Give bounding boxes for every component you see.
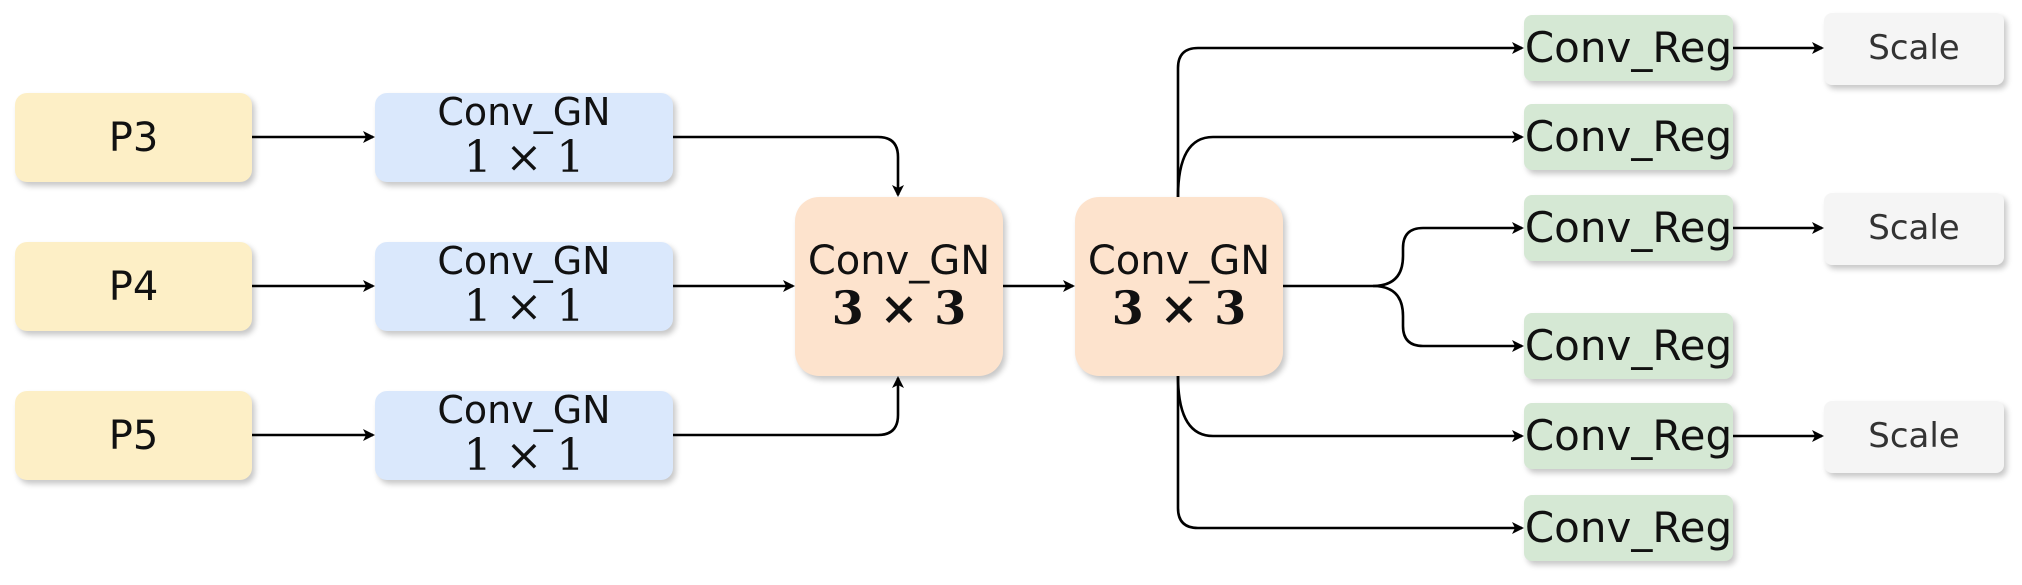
node-conv-reg-2: Conv_Reg (1524, 104, 1733, 170)
edge-gn3-to-gnA (673, 376, 904, 437)
conv-gn-3x3-first-kernel: 3 × 3 (831, 281, 967, 336)
conv-gn-1x1-middle-name: Conv_GN (437, 239, 611, 284)
node-p4-label: P4 (108, 263, 159, 310)
node-p3-label: P3 (108, 114, 159, 161)
node-conv-gn-1x1-bottom: Conv_GN 1 × 1 (375, 391, 673, 480)
edge-gnB-to-reg5 (1176, 375, 1524, 442)
conv-gn-3x3-first-name: Conv_GN (807, 238, 991, 285)
node-p5: P5 (15, 391, 252, 480)
node-conv-reg-1: Conv_Reg (1524, 15, 1733, 81)
node-p3: P3 (15, 93, 252, 182)
scale-2-label: Scale (1868, 208, 1960, 249)
conv-gn-3x3-second-name: Conv_GN (1087, 238, 1271, 285)
node-conv-gn-1x1-top: Conv_GN 1 × 1 (375, 93, 673, 182)
conv-gn-3x3-second-kernel: 3 × 3 (1111, 281, 1247, 336)
node-scale-1: Scale (1824, 13, 2004, 85)
node-p5-label: P5 (108, 412, 159, 459)
node-scale-2: Scale (1824, 193, 2004, 265)
node-conv-reg-4: Conv_Reg (1524, 313, 1733, 379)
node-conv-gn-3x3-second: Conv_GN 3 × 3 (1075, 197, 1283, 376)
node-p4: P4 (15, 242, 252, 331)
edge-gnB-to-reg1 (1176, 42, 1524, 197)
conv-gn-1x1-top-kernel: 1 × 1 (463, 132, 585, 184)
conv-reg-1-label: Conv_Reg (1524, 22, 1733, 72)
conv-reg-6-label: Conv_Reg (1524, 502, 1733, 552)
conv-gn-1x1-top-name: Conv_GN (437, 90, 611, 135)
edge-gnB-to-reg6 (1176, 376, 1524, 534)
conv-gn-1x1-bottom-name: Conv_GN (437, 388, 611, 433)
conv-gn-1x1-middle-kernel: 1 × 1 (463, 281, 585, 333)
node-conv-reg-5: Conv_Reg (1524, 403, 1733, 469)
scale-3-label: Scale (1868, 416, 1960, 457)
node-conv-reg-3: Conv_Reg (1524, 195, 1733, 261)
conv-reg-2-label: Conv_Reg (1524, 111, 1733, 161)
conv-reg-4-label: Conv_Reg (1524, 320, 1733, 370)
node-scale-3: Scale (1824, 401, 2004, 473)
edge-gnB-to-reg3 (1283, 222, 1524, 288)
edge-gnB-to-reg2 (1176, 131, 1524, 198)
conv-reg-3-label: Conv_Reg (1524, 202, 1733, 252)
scale-1-label: Scale (1868, 28, 1960, 69)
edge-gn1-to-gnA (673, 135, 904, 197)
node-conv-reg-6: Conv_Reg (1524, 495, 1733, 561)
edge-gnB-to-reg4 (1372, 284, 1524, 352)
conv-reg-5-label: Conv_Reg (1524, 410, 1733, 460)
node-conv-gn-3x3-first: Conv_GN 3 × 3 (795, 197, 1003, 376)
conv-gn-1x1-bottom-kernel: 1 × 1 (463, 430, 585, 482)
node-conv-gn-1x1-middle: Conv_GN 1 × 1 (375, 242, 673, 331)
